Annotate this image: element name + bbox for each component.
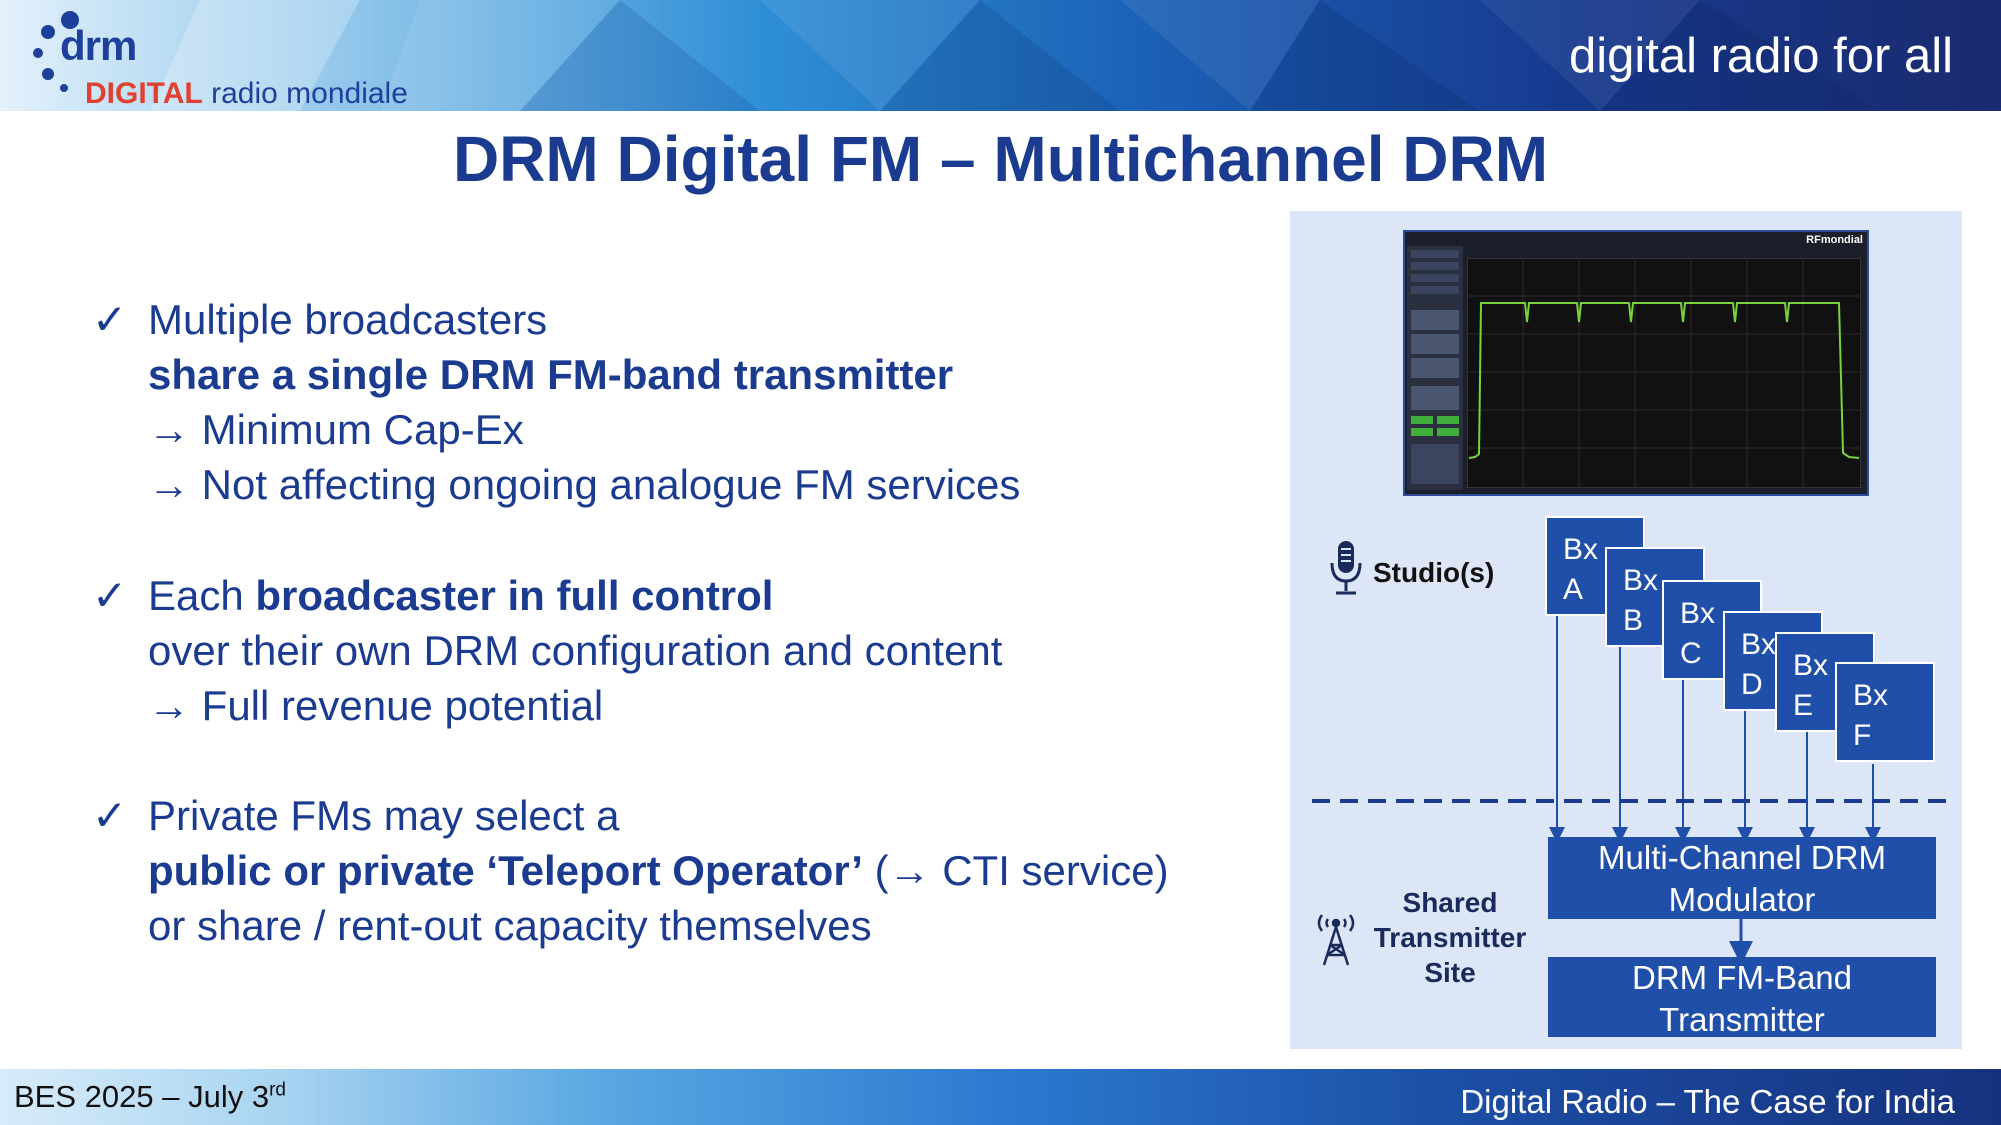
checkmark-icon: ✓ bbox=[92, 792, 128, 839]
bullet-full-control: ✓ Each broadcaster in full control over … bbox=[92, 568, 1002, 733]
header-facet-pattern bbox=[150, 0, 1880, 111]
bullet-line: public or private ‘Teleport Operator’ (→… bbox=[148, 847, 1169, 894]
bullet-line: over their own DRM configuration and con… bbox=[148, 627, 1003, 674]
bullet-teleport-operator: ✓ Private FMs may select a public or pri… bbox=[92, 788, 1169, 953]
studio-label: Studio(s) bbox=[1373, 557, 1495, 588]
bullet-line: or share / rent-out capacity themselves bbox=[148, 902, 872, 949]
bullet-line: Private FMs may select a bbox=[148, 792, 620, 839]
spectrum-plot bbox=[1467, 258, 1861, 488]
logo-brand-text: drm bbox=[60, 22, 137, 69]
analyzer-sidebar bbox=[1407, 246, 1463, 490]
footer-event-date: BES 2025 – July 3rd bbox=[14, 1079, 286, 1114]
header-slogan: digital radio for all bbox=[1568, 29, 1953, 83]
bullet-line-bold: share a single DRM FM-band transmitter bbox=[148, 351, 954, 398]
logo-tag-rest: radio mondiale bbox=[211, 77, 408, 110]
spectrum-analyzer-screenshot: RFmondial bbox=[1403, 230, 1869, 496]
microphone-icon bbox=[1330, 541, 1362, 595]
checkmark-icon: ✓ bbox=[92, 572, 128, 619]
screenshot-brand: RFmondial bbox=[1806, 234, 1863, 246]
header-banner: drm DIGITAL radio mondiale digital radio… bbox=[0, 0, 2001, 111]
fm-band-transmitter-box: DRM FM-Band Transmitter bbox=[1548, 957, 1936, 1038]
bullet-line: Each broadcaster in full control bbox=[148, 572, 774, 619]
analyzer-sidebar-graphic bbox=[1411, 250, 1459, 484]
logo-tag-digital: DIGITAL bbox=[85, 77, 203, 110]
checkmark-icon: ✓ bbox=[92, 296, 128, 343]
bullet-line: Multiple broadcasters bbox=[148, 296, 548, 343]
bullet-shared-transmitter: ✓ Multiple broadcasters share a single D… bbox=[92, 292, 1020, 512]
drm-logo: drm DIGITAL radio mondiale bbox=[0, 0, 440, 111]
bullet-line: → Full revenue potential bbox=[148, 682, 604, 729]
logo-tagline: DIGITAL radio mondiale bbox=[85, 77, 408, 111]
logo-dots-icon bbox=[33, 11, 79, 92]
footer-presentation-title: Digital Radio – The Case for India bbox=[1460, 1083, 1955, 1120]
antenna-tower-icon bbox=[1317, 914, 1355, 966]
slide-title: DRM Digital FM – Multichannel DRM bbox=[452, 123, 1549, 195]
bullet-line: → Minimum Cap-Ex bbox=[148, 406, 524, 453]
multichannel-modulator-box: Multi-Channel DRM Modulator bbox=[1548, 837, 1936, 919]
multichannel-diagram: RFmondial bbox=[1290, 211, 1962, 1049]
shared-site-label: Shared Transmitter Site bbox=[1373, 887, 1527, 988]
bullet-line: → Not affecting ongoing analogue FM serv… bbox=[148, 461, 1021, 508]
footer-banner: BES 2025 – July 3rd Digital Radio – The … bbox=[0, 1069, 2001, 1125]
